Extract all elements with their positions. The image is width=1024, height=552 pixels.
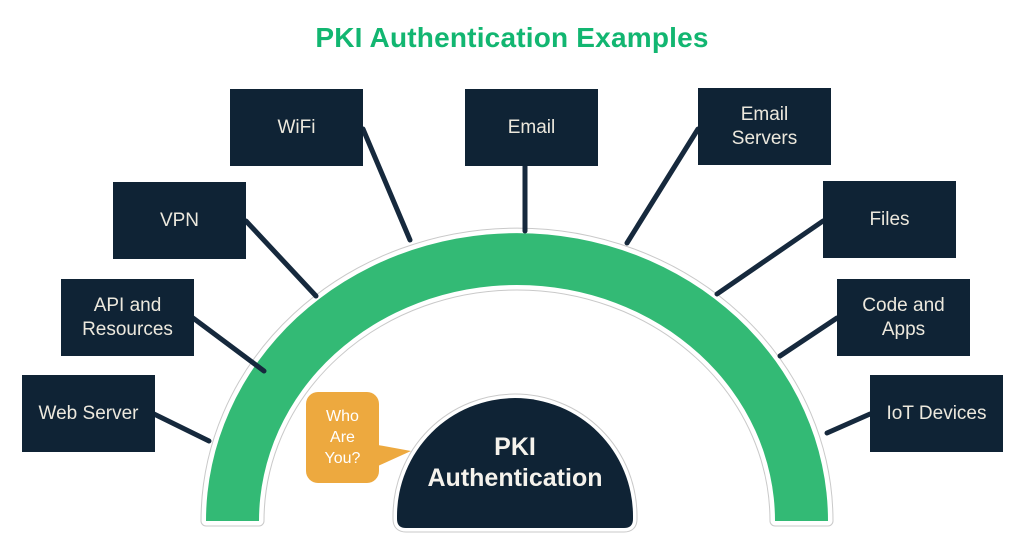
node-label: Code and Apps bbox=[862, 295, 945, 340]
node-label: IoT Devices bbox=[886, 402, 987, 424]
connector-web-server bbox=[151, 411, 212, 444]
node-label: API and Resources bbox=[82, 295, 173, 340]
node-email: Email bbox=[465, 89, 598, 166]
bubble-line: Who bbox=[326, 408, 359, 425]
connector-email-servers bbox=[624, 126, 701, 246]
connector-files bbox=[714, 218, 826, 297]
connector-wifi bbox=[360, 126, 413, 243]
dome-body bbox=[397, 398, 633, 528]
node-iot-devices: IoT Devices bbox=[870, 375, 1003, 452]
pki-dome bbox=[392, 393, 638, 533]
node-label: Files bbox=[869, 208, 910, 230]
node-email-servers: Email Servers bbox=[698, 88, 831, 165]
connector-vpn bbox=[243, 218, 319, 299]
connector-code-apps bbox=[777, 315, 840, 359]
node-web-server: Web Server bbox=[22, 375, 155, 452]
connector-iot-devices bbox=[824, 411, 873, 436]
node-api-and-resources: API and Resources bbox=[61, 279, 194, 356]
connector-api-resources bbox=[190, 315, 267, 374]
node-wifi: WiFi bbox=[230, 89, 363, 166]
node-label: VPN bbox=[159, 209, 200, 231]
arc-body bbox=[206, 233, 828, 521]
node-code-and-apps: Code and Apps bbox=[837, 279, 970, 356]
pki-arc bbox=[200, 227, 834, 527]
bubble-line: Are bbox=[330, 429, 355, 446]
node-files: Files bbox=[823, 181, 956, 258]
node-label: Email Servers bbox=[731, 104, 798, 149]
node-vpn: VPN bbox=[113, 182, 246, 259]
node-label: Web Server bbox=[38, 402, 139, 424]
pki-authentication-label: PKI Authentication bbox=[427, 433, 603, 493]
connector-lines bbox=[151, 126, 873, 444]
node-label: WiFi bbox=[277, 116, 316, 138]
node-label: Email bbox=[507, 116, 556, 138]
bubble-line: You? bbox=[324, 450, 361, 467]
speech-bubble-who-are-you: Who Are You? bbox=[306, 392, 411, 483]
page-title: PKI Authentication Examples bbox=[315, 22, 709, 53]
